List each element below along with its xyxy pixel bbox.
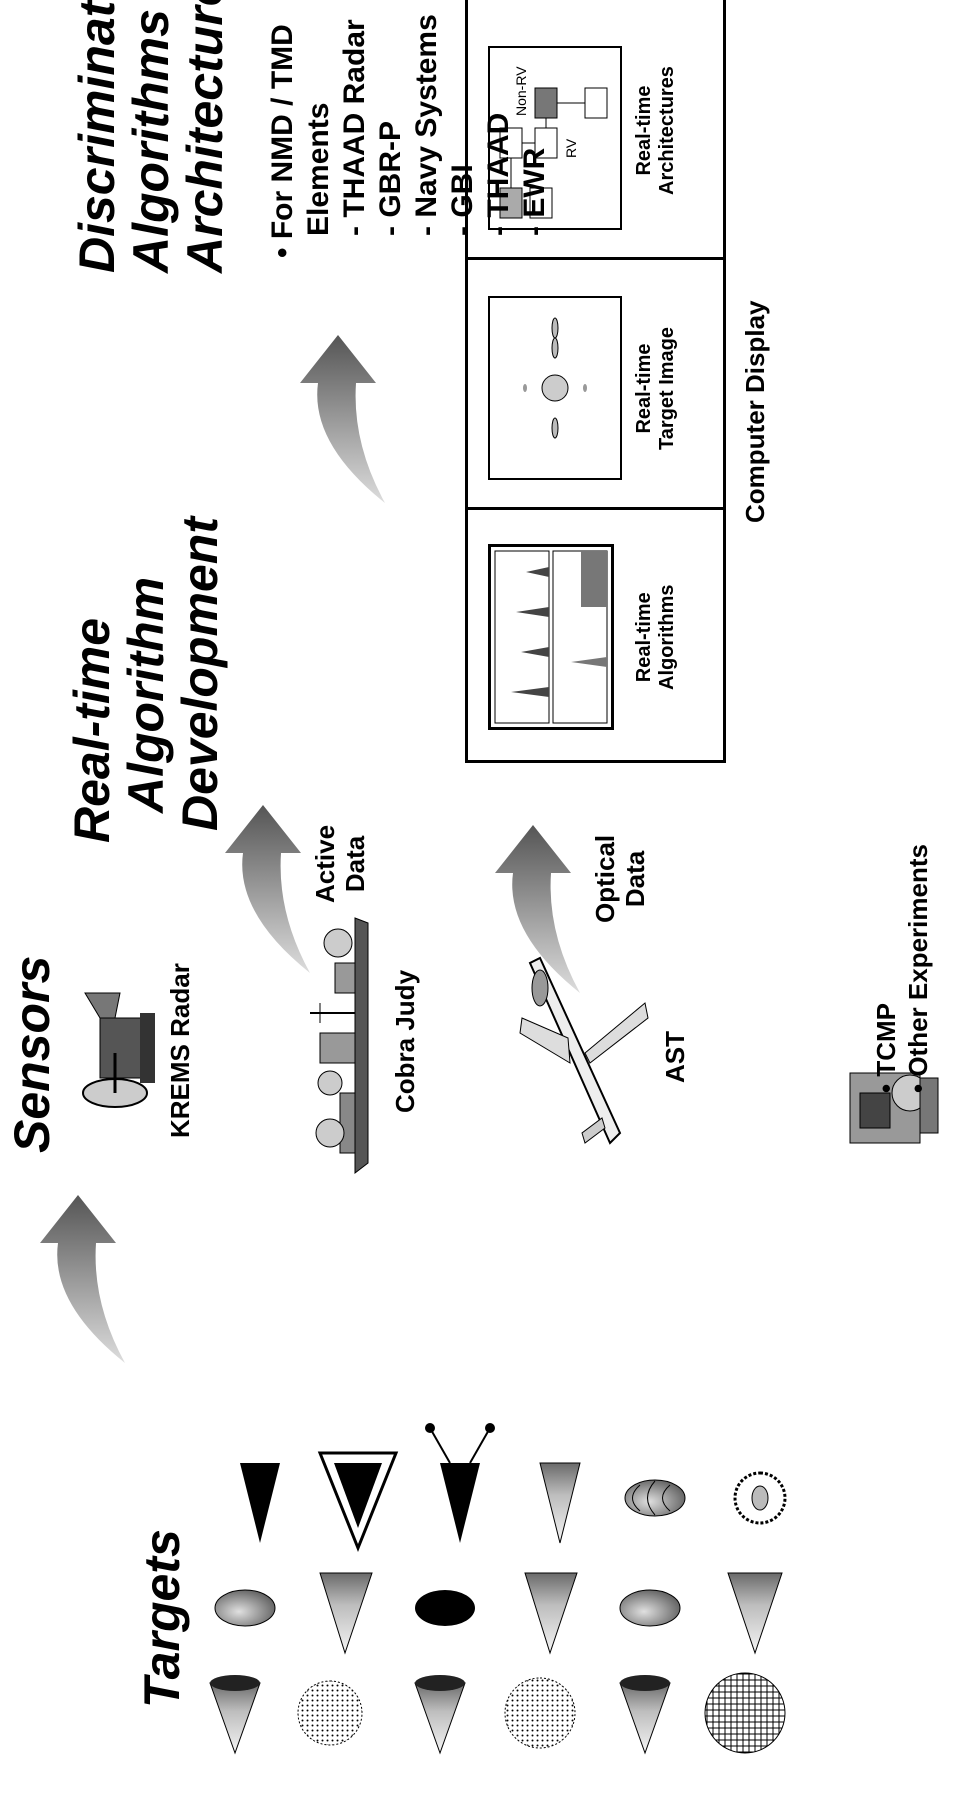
target-black-triangle-1 [240, 1463, 280, 1543]
ast-label: AST [660, 1031, 690, 1083]
target-antenna-triangle [440, 1463, 480, 1543]
arrow-active-data [225, 805, 310, 973]
target-cone-6 [727, 1572, 783, 1655]
arrow-optical-data [495, 825, 580, 993]
target-mesh [704, 1672, 786, 1754]
target-image-caption-line2: Target Image [656, 327, 678, 450]
realtime-heading-line1: Real-time [64, 617, 120, 843]
other-experiments-label: • Other Experiments [903, 844, 933, 1093]
elements-intro-2: Elements [302, 102, 335, 236]
target-ellipsoid-1 [214, 1589, 276, 1627]
target-image-caption-line1: Real-time [633, 343, 655, 434]
tcmp-image [849, 1072, 939, 1144]
algorithms-waveform [494, 550, 608, 724]
computer-display-caption: Computer Display [740, 300, 770, 524]
optical-data-label: Optical Data [590, 835, 650, 923]
realtime-heading: Real-time Algorithm Development [64, 517, 228, 843]
target-image-screen [488, 296, 622, 480]
active-data-line2: Data [340, 835, 370, 893]
discrimination-heading: Discrimination Algorithms And Architectu… [69, 0, 233, 273]
target-ellipsoid-2 [415, 1590, 475, 1626]
active-data-label: Active Data [310, 825, 370, 903]
realtime-heading-line2: Algorithm [118, 576, 174, 813]
target-cone-3-base [620, 1675, 670, 1691]
architectures-screen: RV Non-RV [488, 46, 622, 230]
arrow-to-discrimination [300, 335, 385, 503]
element-item-gbr-p: - GBR-P [374, 121, 407, 236]
target-image-caption: Real-time Target Image [633, 327, 679, 450]
discrimination-heading-line2: Algorithms And [123, 0, 179, 273]
target-cone-2-base [415, 1675, 465, 1691]
tcmp-list: • TCMP • Other Experiments [870, 844, 934, 1093]
sensors-heading: Sensors [4, 955, 60, 1153]
target-cone-3 [619, 1682, 671, 1755]
architectures-caption-line2: Architectures [656, 66, 678, 195]
architectures-caption: Real-time Architectures [633, 66, 679, 195]
discrimination-heading-line1: Discrimination [69, 0, 125, 273]
cobra-judy-ship-image [310, 917, 369, 1175]
target-cone-1-base [210, 1675, 260, 1691]
elements-list: • For NMD / TMD Elements - THAAD Radar -… [265, 14, 553, 258]
realtime-heading-line3: Development [172, 517, 228, 831]
panel-realtime-algorithms: Real-time Algorithms [468, 507, 723, 760]
target-image-render [523, 317, 587, 439]
target-gray-triangle [539, 1462, 581, 1544]
element-item-ewr: - EWR [518, 147, 551, 236]
targets-shapes [209, 1423, 787, 1755]
discrimination-heading-line3: Architectures [177, 0, 233, 273]
rv-box-label: RV [563, 138, 579, 158]
arrow-targets-to-sensors [40, 1195, 125, 1363]
algorithms-caption-line2: Algorithms [656, 584, 678, 690]
target-column-1 [209, 1672, 786, 1755]
architectures-tree [499, 87, 608, 219]
tcmp-label: • TCMP [871, 1003, 901, 1093]
cobra-judy-label: Cobra Judy [390, 969, 420, 1113]
targets-heading: Targets [134, 1529, 190, 1708]
target-column-3 [240, 1423, 787, 1553]
elements-intro: • For NMD / TMD [266, 24, 299, 258]
panel-realtime-architectures: RV Non-RV Real-time Architectures [468, 0, 723, 260]
optical-data-line2: Data [620, 850, 650, 908]
target-cone-5 [524, 1572, 578, 1655]
algorithms-caption-line1: Real-time [633, 592, 655, 683]
target-cone-4 [319, 1572, 373, 1655]
target-ribbed-ellipse [624, 1479, 686, 1517]
target-column-2 [214, 1572, 783, 1655]
krems-radar-label: KREMS Radar [165, 963, 195, 1138]
element-item-thaad: - THAAD [482, 112, 515, 236]
target-ellipsoid-3 [619, 1589, 681, 1627]
computer-display: Real-time Algorithms Real-time Target Im… [465, 0, 726, 763]
optical-data-line1: Optical [590, 834, 620, 923]
ast-aircraft-image [519, 956, 649, 1145]
algorithms-caption: Real-time Algorithms [633, 584, 679, 690]
target-cone-2 [414, 1682, 466, 1755]
active-data-line1: Active [310, 824, 340, 903]
target-cone-1 [209, 1682, 261, 1755]
krems-radar-image [82, 992, 155, 1108]
element-item-navy-systems: - Navy Systems [410, 14, 443, 236]
architectures-caption-line1: Real-time [633, 85, 655, 176]
panel-realtime-target-image: Real-time Target Image [468, 257, 723, 510]
target-textured-1 [297, 1680, 363, 1746]
element-item-gbi: - GBI [446, 164, 479, 236]
element-item-thaad-radar: - THAAD Radar [338, 19, 371, 236]
target-textured-2 [504, 1677, 576, 1749]
algorithms-screen [488, 544, 614, 730]
